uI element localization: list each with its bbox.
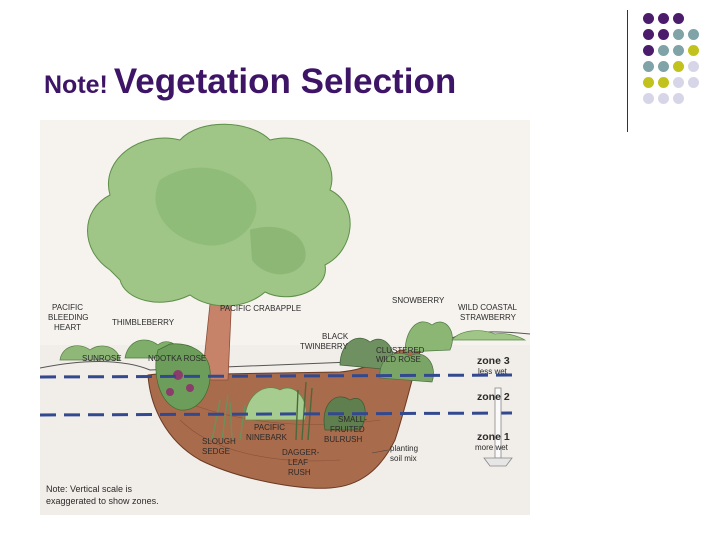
label-nootka-rose: NOOTKA ROSE (148, 354, 206, 363)
accent-dot (643, 61, 654, 72)
accent-dot (673, 13, 684, 24)
accent-dot (658, 13, 669, 24)
accent-dot (658, 77, 669, 88)
shrub-clustered-wild-rose (379, 352, 434, 383)
zone1-desc: more wet (475, 443, 509, 452)
accent-dot (673, 61, 684, 72)
label-dagger-leaf-rush-1: DAGGER- (282, 448, 320, 457)
flower (166, 388, 174, 396)
label-small-fruited-bulrush-3: BULRUSH (324, 435, 362, 444)
zone1-label: zone 1 (477, 431, 510, 443)
label-planting-soil-mix-2: soil mix (390, 454, 417, 463)
plant-wild-strawberry (451, 330, 527, 341)
accent-dot (643, 29, 654, 40)
label-thimbleberry: THIMBLEBERRY (112, 318, 175, 327)
accent-dot (658, 29, 669, 40)
label-small-fruited-bulrush-1: SMALL- (338, 415, 367, 424)
zone2-waterline (40, 411, 521, 417)
label-black-twinberry-1: BLACK (322, 332, 349, 341)
label-pacific-bleeding-heart-1: PACIFIC (52, 303, 83, 312)
label-pacific-crabapple: PACIFIC CRABAPPLE (220, 304, 301, 313)
label-dagger-leaf-rush-2: LEAF (288, 458, 308, 467)
accent-dot (643, 93, 654, 104)
accent-dot (673, 77, 684, 88)
title-prefix: Note! (44, 71, 108, 99)
label-slough-sedge-1: SLOUGH (202, 437, 236, 446)
bioswale-diagram: PACIFIC BLEEDING HEART THIMBLEBERRY PACI… (40, 120, 530, 515)
accent-dot (673, 29, 684, 40)
zone3-waterline (40, 373, 521, 379)
accent-dot (643, 13, 654, 24)
flower (186, 384, 194, 392)
plant-bulrush (323, 396, 366, 431)
accent-dot (688, 77, 699, 88)
accent-dot (658, 93, 669, 104)
divider-line (627, 10, 628, 132)
zone-marker-base (483, 457, 513, 467)
label-snowberry: SNOWBERRY (392, 296, 445, 305)
label-sunrose: SUNROSE (82, 354, 122, 363)
label-black-twinberry-2: TWINBERRY (300, 342, 349, 351)
plant-slough-sedge (211, 394, 246, 441)
title-main: Vegetation Selection (113, 62, 457, 101)
zone3-desc: less wet (478, 367, 508, 376)
canopy-shade (155, 167, 257, 246)
label-planting-soil-mix-1: planting (390, 444, 418, 453)
label-clustered-wild-rose-2: WILD ROSE (376, 355, 421, 364)
zone3-label: zone 3 (477, 355, 510, 367)
leader-line (371, 449, 389, 454)
scale-note-1: Note: Vertical scale is (46, 484, 133, 494)
zone2-label: zone 2 (477, 391, 510, 403)
accent-dot (673, 93, 684, 104)
accent-dot (688, 61, 699, 72)
label-wild-coastal-strawberry-2: STRAWBERRY (460, 313, 517, 322)
soil-texture (179, 419, 341, 462)
label-dagger-leaf-rush-3: RUSH (288, 468, 311, 477)
accent-dot (688, 29, 699, 40)
canopy-shade (250, 226, 306, 275)
label-pacific-ninebark-1: PACIFIC (254, 423, 285, 432)
label-small-fruited-bulrush-2: FRUITED (330, 425, 365, 434)
accent-dot (643, 77, 654, 88)
scale-note-2: exaggerated to show zones. (46, 496, 159, 506)
accent-dot (643, 45, 654, 56)
shrub-bleeding-heart (59, 345, 121, 361)
label-pacific-bleeding-heart-2: BLEEDING (48, 313, 88, 322)
accent-dot (673, 45, 684, 56)
label-clustered-wild-rose-1: CLUSTERED (376, 346, 425, 355)
label-slough-sedge-2: SEDGE (202, 447, 230, 456)
accent-dot (688, 45, 699, 56)
accent-dot (658, 45, 669, 56)
slide-title: Note!Vegetation Selection (44, 62, 456, 102)
accent-dot (658, 61, 669, 72)
label-pacific-ninebark-2: NINEBARK (246, 433, 288, 442)
plant-ninebark (244, 387, 307, 421)
label-wild-coastal-strawberry-1: WILD COASTAL (458, 303, 518, 312)
label-pacific-bleeding-heart-3: HEART (54, 323, 81, 332)
accent-dot-grid (640, 10, 720, 120)
